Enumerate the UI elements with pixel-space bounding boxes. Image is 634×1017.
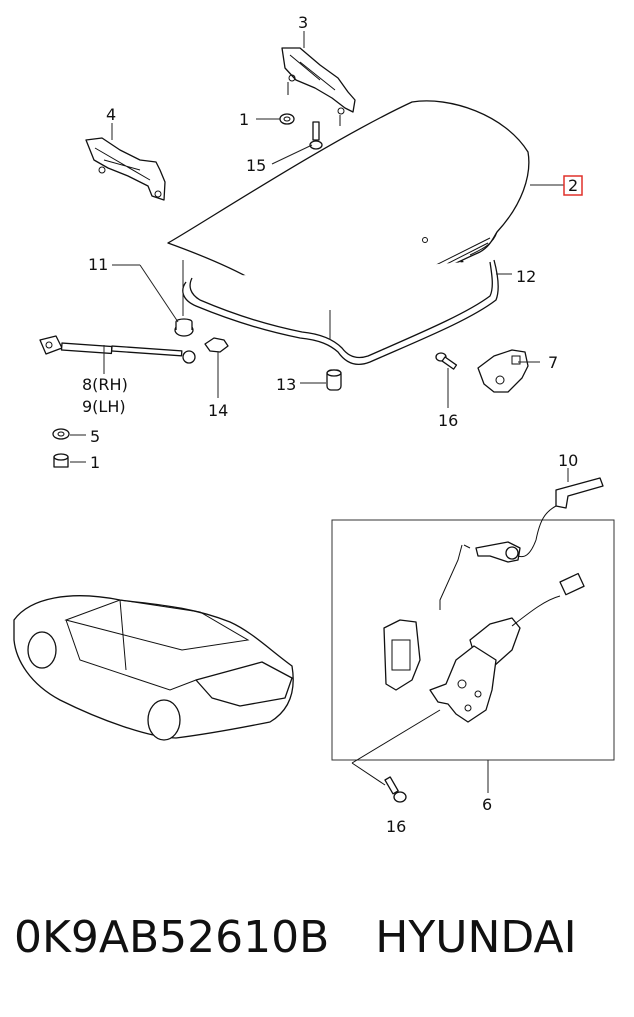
bolt-15: [309, 121, 323, 150]
callout-2: 2: [568, 176, 578, 195]
callout-7: 7: [548, 353, 558, 372]
nut-1-top: [279, 113, 295, 125]
latch-assembly-frame: [331, 519, 615, 761]
leader-lines: [70, 31, 569, 793]
callout-14: 14: [208, 401, 228, 420]
callout-5: 5: [90, 427, 100, 446]
brand-name: HYUNDAI: [375, 912, 577, 963]
callout-1-top: 1: [239, 110, 249, 129]
callout-9: 9(LH): [82, 397, 126, 416]
hinge-right: [281, 47, 356, 126]
nut-1-bottom: [53, 453, 69, 468]
part-number: 0K9AB52610B: [14, 912, 330, 963]
bolt-leader-line: [351, 709, 441, 764]
nut-5: [52, 428, 70, 440]
latch-bracket: [383, 619, 421, 691]
callout-16-bottom: 16: [386, 817, 406, 836]
callout-13: 13: [276, 375, 296, 394]
callout-1-bottom: 1: [90, 453, 100, 472]
stopper-13: [326, 369, 342, 391]
callout-2-highlight-box: [563, 175, 583, 196]
striker-7: [477, 349, 529, 393]
callout-10: 10: [558, 451, 578, 470]
callout-4: 4: [106, 105, 116, 124]
release-cable: [517, 505, 557, 558]
latch-lever: [439, 541, 521, 610]
car-illustration: [13, 595, 294, 741]
cable-bracket-10: [555, 477, 604, 509]
latch-body: [429, 645, 497, 723]
part-footer: 0K9AB52610B HYUNDAI: [14, 912, 624, 963]
callout-3: 3: [298, 13, 308, 32]
weatherstrip: [182, 259, 499, 366]
callout-12: 12: [516, 267, 536, 286]
gas-strut: [39, 335, 196, 364]
latch-actuator: [469, 572, 585, 667]
callout-15: 15: [246, 156, 266, 175]
grommet-11: [174, 318, 194, 337]
callout-labels: 3 4 1 15 2 11 12 7 8(RH) 9(LH) 14 13 16 …: [82, 13, 583, 836]
bolt-16-bottom: [384, 776, 407, 803]
callout-6: 6: [482, 795, 492, 814]
bolt-16-top: [435, 352, 458, 370]
bumper-14: [204, 337, 229, 353]
callout-16-top: 16: [438, 411, 458, 430]
callout-11: 11: [88, 255, 108, 274]
hinge-left: [85, 137, 166, 201]
callout-8: 8(RH): [82, 375, 128, 394]
